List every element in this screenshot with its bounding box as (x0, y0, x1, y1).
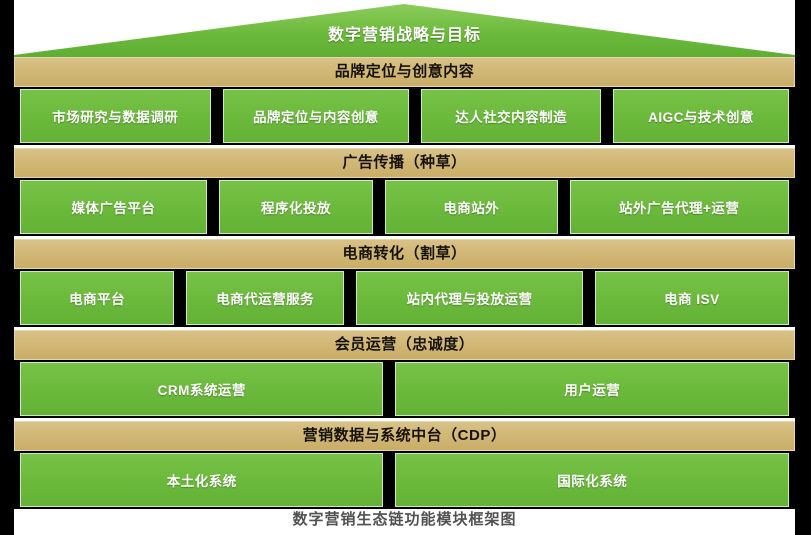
band-cell-row: 本土化系统国际化系统 (14, 451, 795, 509)
band-header: 广告传播（种草） (14, 148, 795, 178)
band: 会员运营（忠诚度）CRM系统运营用户运营 (14, 330, 795, 418)
band-header: 品牌定位与创意内容 (14, 57, 795, 87)
band-divider (14, 418, 795, 421)
module-cell[interactable]: 电商代运营服务 (186, 271, 345, 325)
right-gutter (795, 0, 811, 535)
module-cell[interactable]: 国际化系统 (395, 453, 789, 507)
band: 电商转化（割草）电商平台电商代运营服务站内代理与投放运营电商 ISV (14, 239, 795, 327)
band-header: 电商转化（割草） (14, 239, 795, 269)
band-divider (14, 145, 795, 148)
band-cell-row: 媒体广告平台程序化投放电商站外站外广告代理+运营 (14, 178, 795, 236)
module-cell[interactable]: 电商 ISV (594, 271, 789, 325)
band-header: 会员运营（忠诚度） (14, 330, 795, 360)
module-cell[interactable]: 电商平台 (20, 271, 175, 325)
module-cell[interactable]: AIGC与技术创意 (613, 89, 789, 143)
roof-triangle: 数字营销战略与目标 (14, 2, 795, 57)
module-cell[interactable]: 站外广告代理+运营 (569, 180, 789, 234)
module-cell[interactable]: 媒体广告平台 (20, 180, 207, 234)
module-cell[interactable]: 品牌定位与内容创意 (222, 89, 410, 143)
band-cell-row: CRM系统运营用户运营 (14, 360, 795, 418)
module-cell[interactable]: 用户运营 (395, 362, 789, 416)
roof-label: 数字营销战略与目标 (327, 27, 481, 44)
band: 营销数据与系统中台（CDP）本土化系统国际化系统 (14, 421, 795, 509)
band: 广告传播（种草）媒体广告平台程序化投放电商站外站外广告代理+运营 (14, 148, 795, 236)
module-cell[interactable]: CRM系统运营 (20, 362, 384, 416)
band-cell-row: 电商平台电商代运营服务站内代理与投放运营电商 ISV (14, 269, 795, 327)
module-cell[interactable]: 站内代理与投放运营 (356, 271, 583, 325)
band-header: 营销数据与系统中台（CDP） (14, 421, 795, 451)
band-divider (14, 236, 795, 239)
band-divider (14, 327, 795, 330)
module-cell[interactable]: 程序化投放 (218, 180, 374, 234)
roof-shape-icon (14, 4, 795, 57)
module-cell[interactable]: 电商站外 (385, 180, 558, 234)
module-cell[interactable]: 达人社交内容制造 (421, 89, 601, 143)
module-cell[interactable]: 市场研究与数据调研 (20, 89, 211, 143)
module-cell[interactable]: 本土化系统 (20, 453, 384, 507)
left-gutter (0, 0, 14, 535)
diagram-caption: 数字营销生态链功能模块框架图 (292, 511, 517, 528)
